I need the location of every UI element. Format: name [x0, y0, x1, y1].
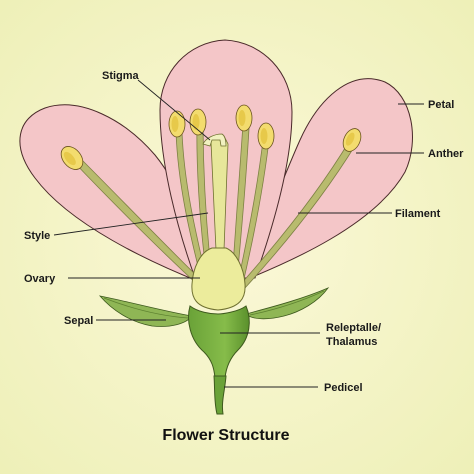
label-receptacle-line1: Releptalle/ [326, 322, 381, 334]
label-sepal: Sepal [64, 315, 93, 327]
sepals [98, 287, 330, 327]
leader-style [53, 212, 209, 236]
label-filament: Filament [395, 208, 441, 220]
anthers [60, 104, 362, 170]
ovary [191, 247, 246, 311]
label-anther: Anther [428, 148, 464, 160]
diagram-title: Flower Structure [162, 427, 289, 444]
label-pedicel: Pedicel [324, 382, 363, 394]
receptacle [188, 305, 250, 379]
label-ovary: Ovary [24, 273, 56, 285]
anther-left [60, 146, 84, 170]
anther-inner-right [235, 104, 253, 132]
leader-stigma [137, 79, 211, 141]
label-stigma: Stigma [102, 70, 140, 82]
anther-mid-right [257, 122, 275, 150]
pistil [202, 133, 229, 251]
label-petal: Petal [428, 99, 454, 111]
leader-lines [53, 79, 424, 388]
pedicel [213, 375, 227, 415]
labels: Stigma Petal Anther Filament Style Ovary… [24, 70, 464, 444]
label-style: Style [24, 230, 50, 242]
label-receptacle-line2: Thalamus [326, 336, 377, 348]
anther-mid-left [168, 110, 186, 138]
sepal-right-vein [249, 290, 325, 316]
sepal-left-vein [103, 297, 189, 319]
anther-inner-left [189, 108, 207, 136]
stigma [202, 133, 227, 147]
anther-right [342, 128, 362, 152]
